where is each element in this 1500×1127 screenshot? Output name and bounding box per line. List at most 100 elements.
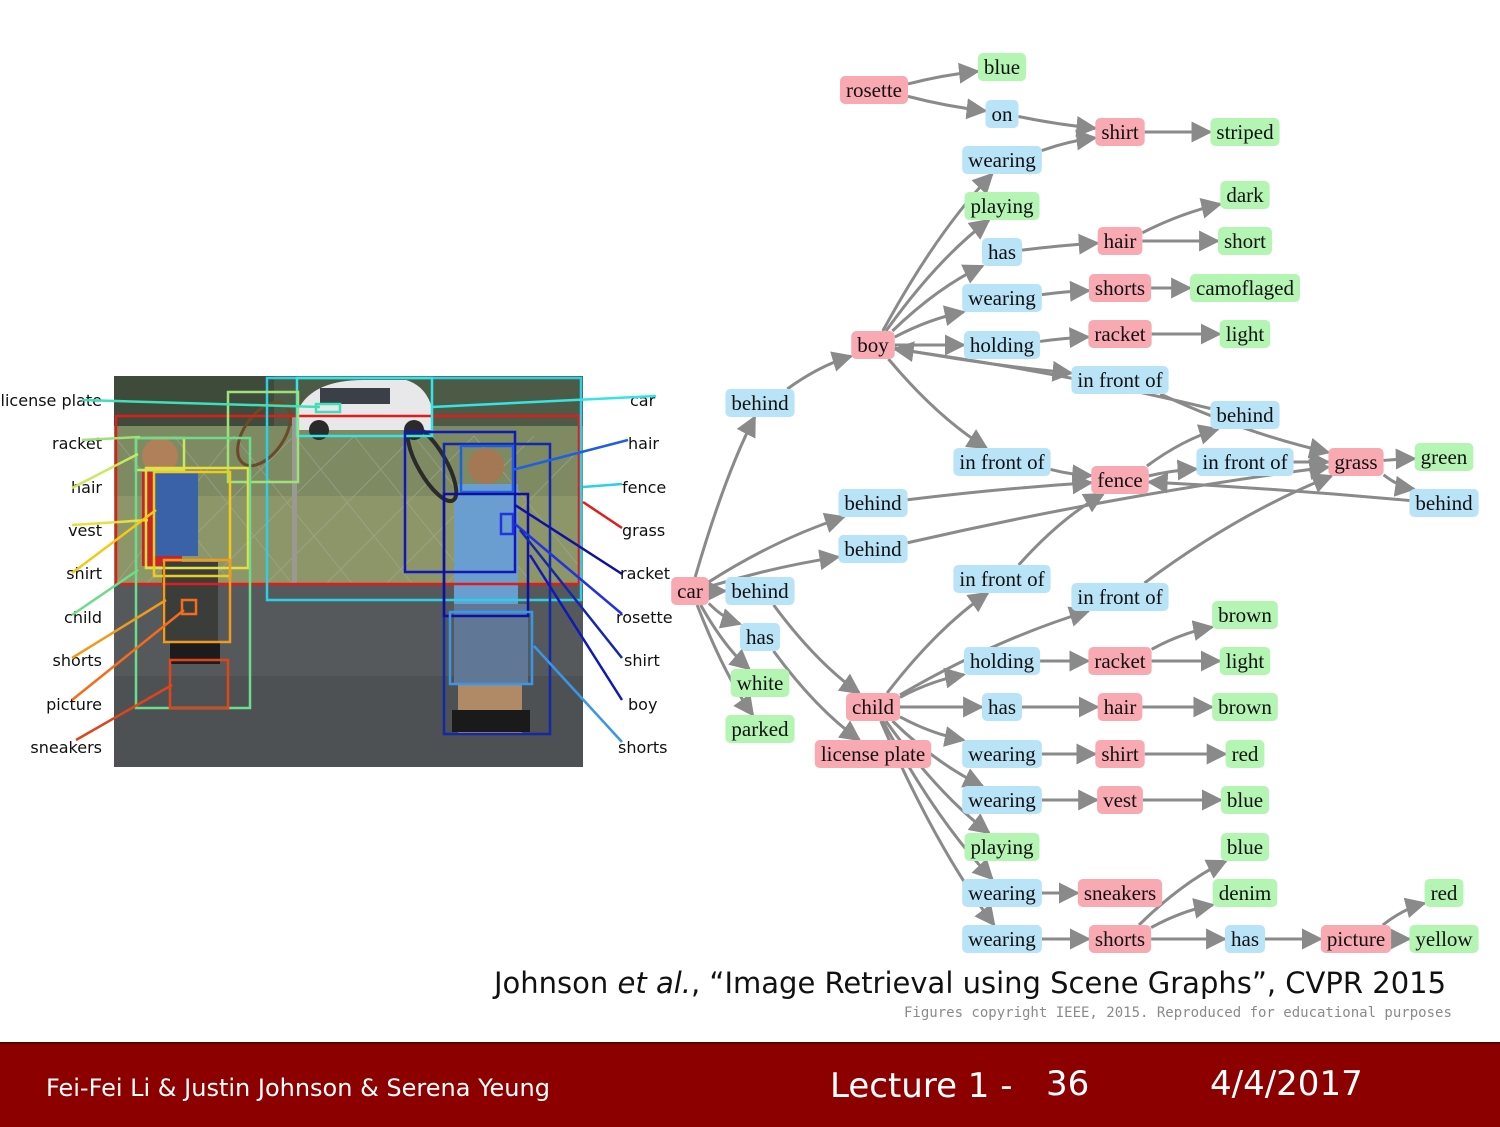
graph-node-object: hair <box>1097 693 1143 721</box>
graph-edge <box>1141 198 1223 235</box>
right-label-shirt: shirt <box>624 651 660 670</box>
graph-node-relation: behind <box>725 389 795 417</box>
graph-edge <box>1041 280 1092 302</box>
graph-node-attribute: short <box>1218 227 1272 255</box>
graph-node-label: wearing <box>968 927 1036 951</box>
graph-node-box <box>1095 118 1145 146</box>
graph-edge <box>1150 898 1215 929</box>
graph-node-box <box>1409 925 1479 953</box>
graph-node-box <box>1414 443 1474 471</box>
graph-node-label: picture <box>1327 927 1385 951</box>
graph-node-label: behind <box>844 491 902 515</box>
graph-node-label: racket <box>1094 322 1145 346</box>
graph-node-box <box>1088 647 1152 675</box>
graph-node-box <box>962 879 1042 907</box>
graph-node-box <box>962 284 1042 312</box>
graph-node-box <box>1220 181 1270 209</box>
right-label-rosette: rosette <box>616 608 673 627</box>
graph-node-box <box>725 577 795 605</box>
graph-node-attribute: blue <box>1220 833 1270 861</box>
graph-node-box <box>1212 879 1278 907</box>
footer-lecture: Lecture 1 - <box>830 1066 1013 1106</box>
graph-node-box <box>838 489 908 517</box>
graph-node-label: in front of <box>959 450 1044 474</box>
graph-node-box <box>1219 320 1271 348</box>
graph-node-relation: behind <box>838 489 908 517</box>
graph-node-attribute: blue <box>977 53 1027 81</box>
graph-node-box <box>1328 448 1384 476</box>
graph-node-box <box>1088 274 1152 302</box>
graph-node-label: in front of <box>1202 450 1287 474</box>
graph-edge <box>1381 897 1427 927</box>
graph-node-box <box>846 693 900 721</box>
graph-node-label: behind <box>1216 403 1274 427</box>
graph-node-label: light <box>1226 322 1265 346</box>
graph-node-label: playing <box>971 194 1034 218</box>
graph-node-box <box>1097 693 1143 721</box>
graph-node-label: denim <box>1219 881 1272 905</box>
graph-node-label: shirt <box>1101 120 1139 144</box>
graph-edge <box>699 604 751 671</box>
graph-node-attribute: red <box>1225 740 1265 768</box>
graph-node-relation: wearing <box>962 879 1042 907</box>
graph-node-label: camoflaged <box>1196 276 1294 300</box>
citation-suffix: , “Image Retrieval using Scene Graphs”, … <box>691 966 1447 1000</box>
right-label-shorts: shorts <box>618 738 668 757</box>
graph-node-label: holding <box>970 333 1035 357</box>
footer-date: 4/4/2017 <box>1210 1064 1363 1104</box>
graph-node-object: shirt <box>1095 118 1145 146</box>
graph-node-box <box>964 833 1040 861</box>
graph-node-attribute: brown <box>1212 693 1278 721</box>
graph-node-box <box>1210 118 1280 146</box>
graph-node-box <box>1196 448 1294 476</box>
graph-node-label: rosette <box>846 78 902 102</box>
graph-node-box <box>851 331 895 359</box>
graph-edge <box>907 94 988 120</box>
graph-edge <box>1039 327 1091 349</box>
graph-node-label: in front of <box>1077 368 1162 392</box>
footer-authors: Fei-Fei Li & Justin Johnson & Serena Yeu… <box>46 1074 550 1102</box>
graph-edge <box>884 218 991 332</box>
graph-edge <box>1143 473 1334 585</box>
footer-bar: Fei-Fei Li & Justin Johnson & Serena Yeu… <box>0 1042 1500 1127</box>
graph-edge <box>1383 448 1417 470</box>
right-label-racket: racket <box>620 564 670 583</box>
graph-node-relation: behind <box>1409 489 1479 517</box>
graph-node-box <box>953 448 1051 476</box>
graph-node-attribute: playing <box>964 192 1040 220</box>
graph-node-relation: wearing <box>962 146 1042 174</box>
graph-edge <box>899 667 966 699</box>
graph-edge <box>1017 492 1106 566</box>
graph-node-relation: has <box>982 238 1022 266</box>
graph-node-box <box>725 389 795 417</box>
graph-node-box <box>840 76 908 104</box>
footer-page-number: 36 <box>1046 1064 1090 1104</box>
graph-node-box <box>1212 601 1278 629</box>
graph-node-label: fence <box>1097 468 1142 492</box>
graph-node-box <box>725 715 795 743</box>
graph-node-box <box>977 53 1027 81</box>
graph-edge <box>1148 459 1199 481</box>
graph-node-relation: in front of <box>1071 583 1169 611</box>
graph-node-box <box>1088 320 1152 348</box>
scene-photo-drawing <box>114 376 583 767</box>
graph-node-label: boy <box>857 333 889 357</box>
graph-edge <box>881 172 994 332</box>
graph-node-relation: wearing <box>962 740 1042 768</box>
graph-node-label: has <box>988 240 1016 264</box>
graph-node-box <box>1424 879 1464 907</box>
graph-node-object: racket <box>1088 647 1152 675</box>
graph-node-object: shirt <box>1095 740 1145 768</box>
graph-node-box <box>962 740 1042 768</box>
graph-node-relation: in front of <box>953 565 1051 593</box>
graph-node-box <box>1219 647 1271 675</box>
graph-edge <box>891 719 985 788</box>
graph-node-label: white <box>737 671 784 695</box>
right-label-boy: boy <box>628 695 658 714</box>
graph-edge <box>693 415 757 578</box>
graph-node-label: blue <box>1227 835 1263 859</box>
graph-edge <box>885 591 990 694</box>
graph-edge <box>695 604 755 717</box>
graph-node-attribute: camoflaged <box>1190 274 1300 302</box>
